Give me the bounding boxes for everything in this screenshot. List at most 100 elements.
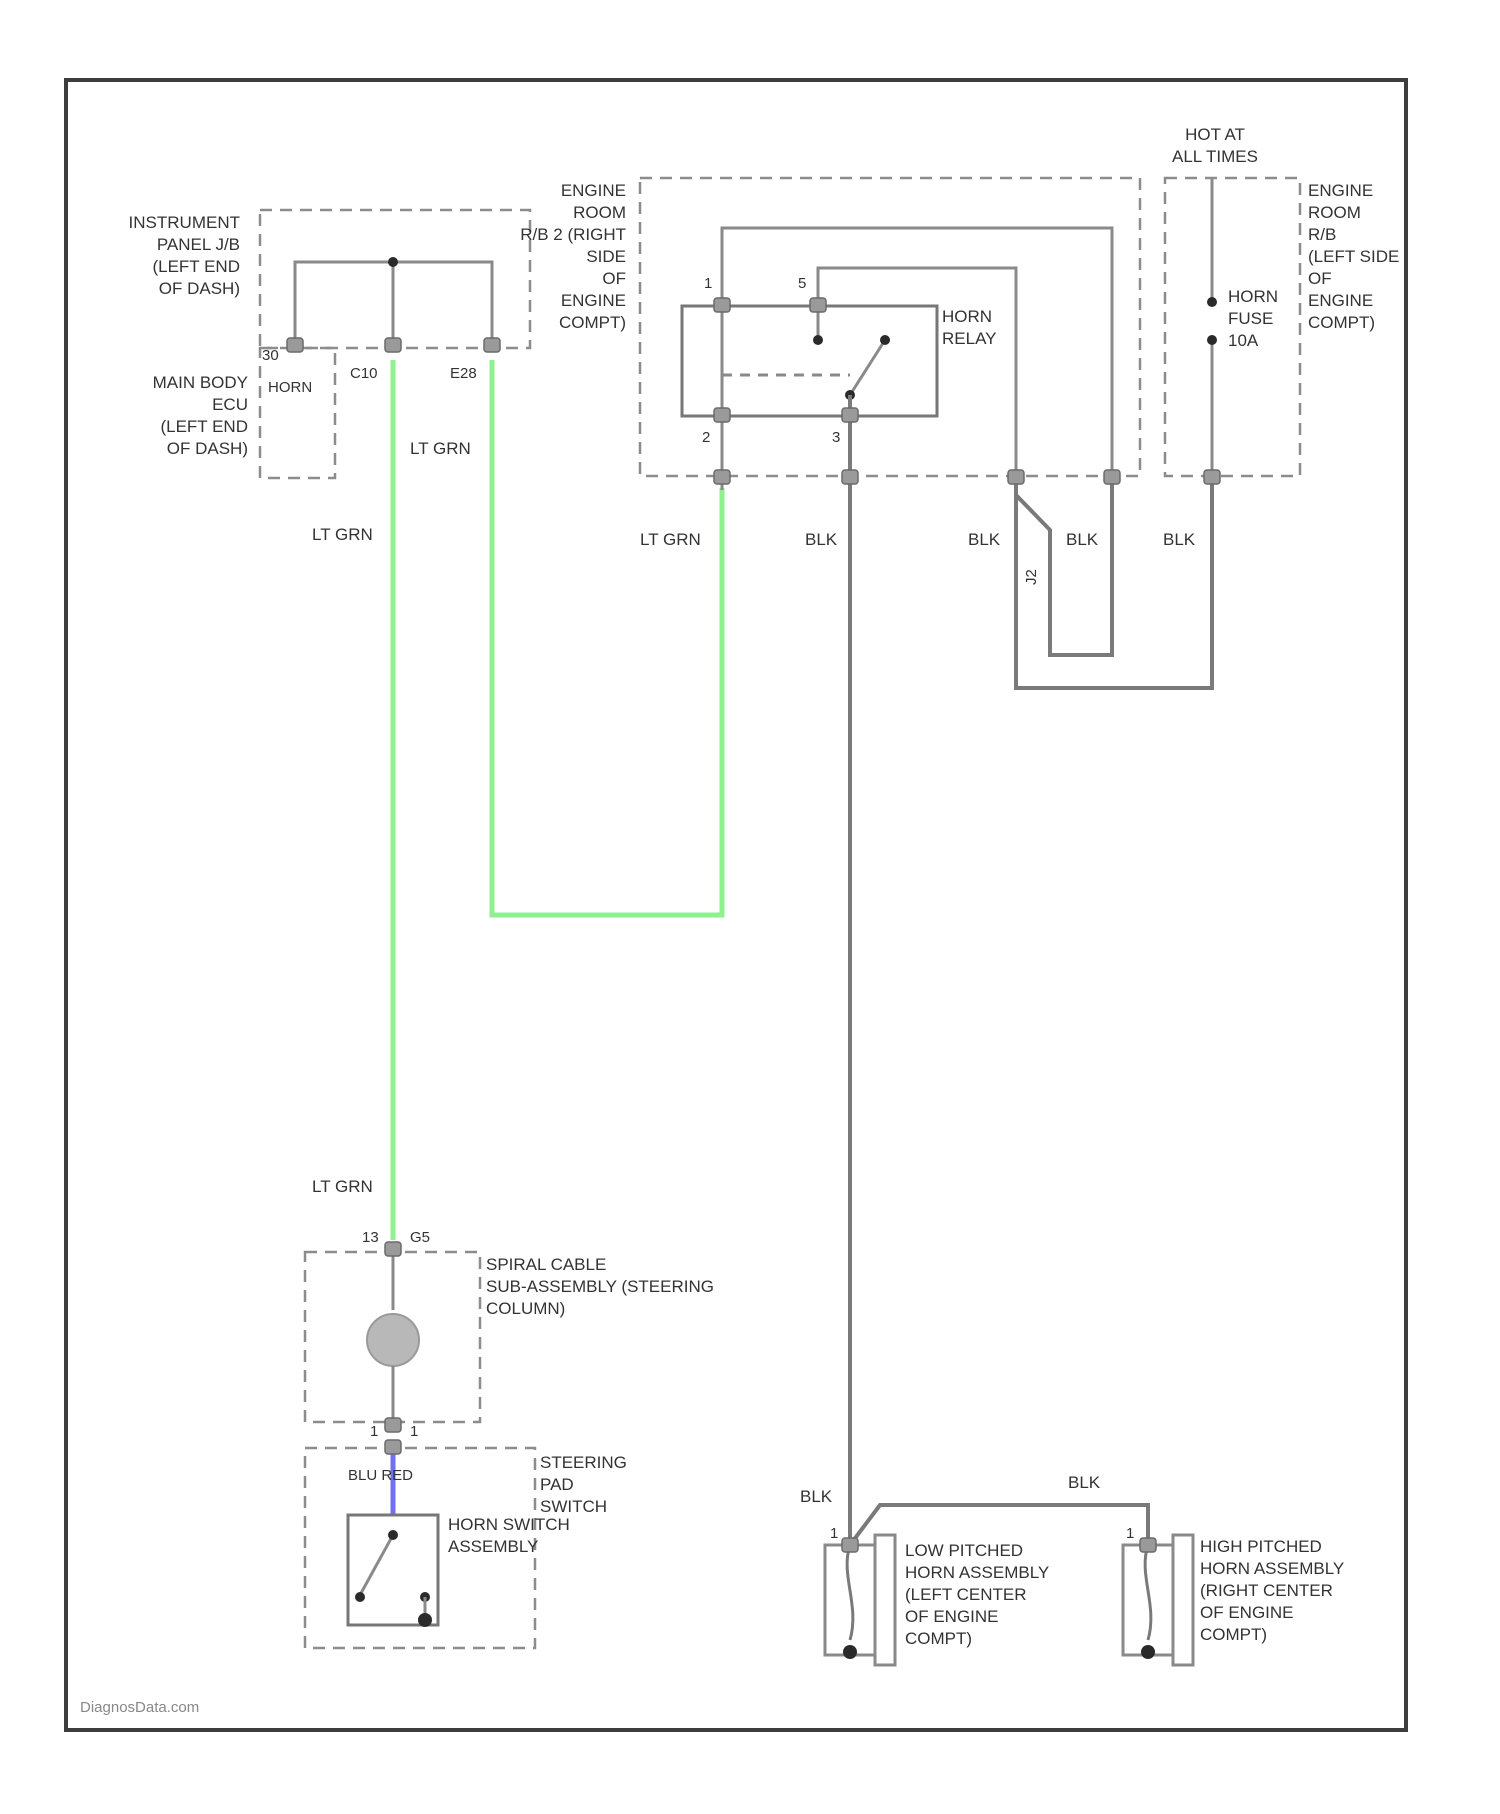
relay-pin-1: 1 [704,275,712,292]
jb-left-connector: C10 [350,365,378,382]
blk-label-5: BLK [800,1487,833,1506]
label-line: ENGINE [561,181,626,200]
label-line: OF [1308,269,1332,288]
low-pitched-horn-symbol [825,1535,895,1665]
label-line: RELAY [942,329,997,348]
ltgrn-label-2: LT GRN [312,525,373,544]
label-line: R/B 2 (RIGHT [520,225,626,244]
label-line: COMPT) [1308,313,1375,332]
label-line: (RIGHT CENTER [1200,1581,1333,1600]
horn-relay-box [682,306,937,416]
relay-coil-wiring [722,300,850,490]
spiral-cable-element [367,1252,419,1425]
label-line: (LEFT END [152,257,240,276]
label-line: ENGINE [1308,181,1373,200]
relay-pin-5: 5 [798,275,806,292]
label-line: PAD [540,1475,574,1494]
blk-label-4: BLK [1163,530,1196,549]
instrument-panel-jb-label: INSTRUMENT PANEL J/B (LEFT END OF DASH) [129,213,240,298]
label-line: R/B [1308,225,1336,244]
spiral-top-connector: G5 [410,1229,430,1246]
label-line: INSTRUMENT [129,213,240,232]
label-line: 10A [1228,331,1259,350]
relay-pin-3: 3 [832,429,840,446]
instrument-panel-jb-box [260,210,530,348]
engine-room-rb-label: ENGINEROOMR/B(LEFT SIDEOFENGINECOMPT) [1308,181,1399,332]
spiral-top-pin: 13 [362,1229,379,1246]
blk-label-6: BLK [1068,1473,1101,1492]
label-line: HORN SWITCH [448,1515,570,1534]
label-line: ALL TIMES [1172,147,1258,166]
label-line: ASSEMBLY [448,1537,538,1556]
relay-contact-wiring [722,228,1112,476]
main-body-ecu-box [260,348,335,478]
low-pitched-horn-label: LOW PITCHED HORN ASSEMBLY (LEFT CENTER OF E… [905,1541,1049,1648]
label-line: LOW PITCHED [905,1541,1023,1560]
blk-label-3: BLK [1066,530,1099,549]
watermark: DiagnosData.com [80,1699,199,1716]
splice-label: J2 [1023,569,1040,585]
high-pitched-horn-label: HIGH PITCHED HORN ASSEMBLY (RIGHT CENTER OF… [1200,1537,1344,1644]
pad-switch-pin: 1 [370,1423,378,1440]
label-line: COMPT) [905,1629,972,1648]
label-line: (LEFT CENTER [905,1585,1027,1604]
horn-switch-contact [355,1530,432,1627]
diagram-frame [66,80,1406,1730]
label-line: OF ENGINE [905,1607,999,1626]
ltgrn-label-3: LT GRN [640,530,701,549]
spiral-cable-label: SPIRAL CABLE SUB-ASSEMBLY (STEERING COLUMN… [486,1255,714,1318]
label-line: HORN [942,307,992,326]
spiral-bottom-pin: 1 [410,1423,418,1440]
relay-contact-arm [850,340,885,395]
horn-fuse-label: HORN FUSE 10A [1228,287,1278,350]
label-line: COMPT) [1200,1625,1267,1644]
connector-pins [287,298,1220,1552]
steering-pad-switch-label: STEERING PAD SWITCH [540,1453,627,1516]
label-line: OF DASH) [167,439,248,458]
label-line: OF [602,269,626,288]
label-line: HORN ASSEMBLY [905,1563,1049,1582]
label-line: SUB-ASSEMBLY (STEERING [486,1277,714,1296]
jb-right-connector: E28 [450,365,477,382]
hot-at-all-times-label: HOT AT ALL TIMES [1172,125,1258,166]
label-line: HORN [1228,287,1278,306]
blk-label-1: BLK [805,530,838,549]
high-pitched-horn-symbol [1123,1535,1193,1665]
label-line: MAIN BODY [153,373,248,392]
horn-fuse [1207,178,1217,476]
label-line: COMPT) [559,313,626,332]
label-line: HOT AT [1185,125,1245,144]
low-horn-pin: 1 [830,1525,838,1542]
jb-internal-bus [295,257,492,345]
blk-wire-rb2-jumper [1016,476,1112,655]
engine-room-rb2-box [640,178,1140,476]
label-line: ROOM [1308,203,1361,222]
label-line: ROOM [573,203,626,222]
label-line: ENGINE [561,291,626,310]
label-line: PANEL J/B [157,235,240,254]
label-line: STEERING [540,1453,627,1472]
high-horn-pin: 1 [1126,1525,1134,1542]
label-line: ECU [212,395,248,414]
label-line: FUSE [1228,309,1273,328]
label-line: HORN ASSEMBLY [1200,1559,1344,1578]
label-line: OF DASH) [159,279,240,298]
ecu-pin-number: 30 [262,347,279,364]
relay-pin-2: 2 [702,429,710,446]
ltgrn-label-4: LT GRN [312,1177,373,1196]
label-line: ENGINE [1308,291,1373,310]
horn-switch-assembly-label: HORN SWITCH ASSEMBLY [448,1515,570,1556]
main-body-ecu-pin-label: HORN [268,379,312,396]
label-line: SWITCH [540,1497,607,1516]
label-line: (LEFT END [160,417,248,436]
label-line: COLUMN) [486,1299,565,1318]
ltgrn-label-1: LT GRN [410,439,471,458]
label-line: HIGH PITCHED [1200,1537,1322,1556]
label-line: SPIRAL CABLE [486,1255,606,1274]
ltgrn-wire-e28-to-relay [492,360,722,915]
label-line: OF ENGINE [1200,1603,1294,1622]
blk-label-2: BLK [968,530,1001,549]
blu-red-label: BLU RED [348,1467,413,1484]
